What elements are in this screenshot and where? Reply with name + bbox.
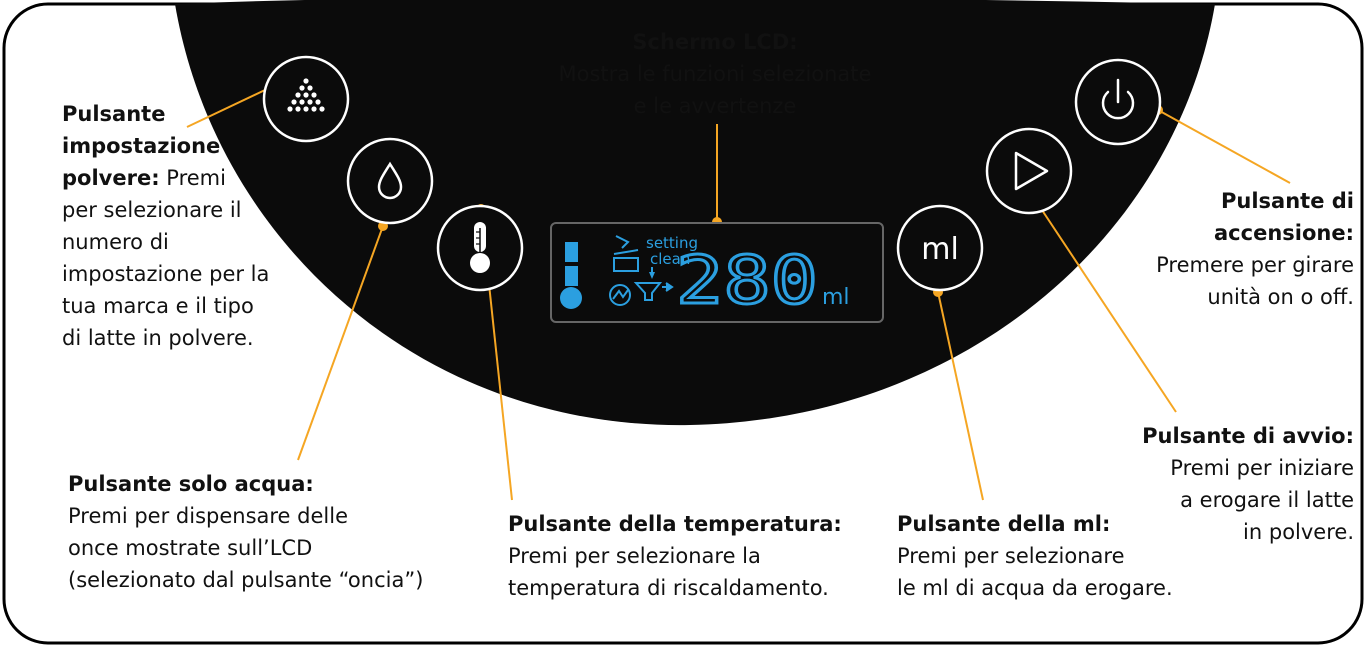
start-leader: [1033, 197, 1177, 413]
start-callout: Pulsante di avvio: Premi per iniziare a …: [1142, 420, 1354, 548]
powder-callout-line-a: Premi: [166, 166, 226, 190]
powder-callout-title1: Pulsante: [62, 102, 166, 126]
lcd-callout-line1: Mostra le funzioni selezionate: [558, 62, 872, 86]
powder-callout-line2: numero di: [62, 230, 169, 254]
lcd-screen: setting clean 280 ml: [550, 222, 884, 323]
power-callout-title2: accensione:: [1214, 221, 1354, 245]
lcd-volume-digits: 280: [676, 242, 818, 319]
temperature-callout: Pulsante della temperatura: Premi per se…: [508, 508, 842, 604]
lcd-callout-line2: e le avvertenze: [633, 94, 797, 118]
control-panel: [175, 0, 1215, 426]
powder-callout-line1: per selezionare il: [62, 198, 242, 222]
leader-lines: [186, 89, 1291, 501]
lcd-clean-label: clean: [650, 250, 690, 268]
power-callout: Pulsante di accensione: Premere per gira…: [1156, 185, 1354, 313]
power-leader: [1157, 109, 1291, 184]
powder-callout-line5: di latte in polvere.: [62, 326, 254, 350]
lcd-warning-icon: [609, 284, 631, 306]
lcd-scoop-icon: [613, 235, 639, 272]
water-button[interactable]: [346, 137, 434, 225]
ml-button-label: ml: [921, 232, 959, 267]
lcd-unit: ml: [822, 285, 850, 310]
temperature-callout-line2: temperatura di riscaldamento.: [508, 576, 829, 600]
temperature-callout-title: Pulsante della temperatura:: [508, 512, 842, 536]
play-icon: [1014, 151, 1049, 191]
powder-icon: [287, 78, 325, 112]
start-callout-title: Pulsante di avvio:: [1142, 424, 1354, 448]
lcd-arrow-icon: [649, 267, 655, 279]
water-callout-line1: Premi per dispensare delle: [68, 504, 348, 528]
powder-callout-title3: polvere:: [62, 166, 160, 190]
lcd-callout-title: Schermo LCD:: [632, 30, 798, 54]
start-callout-line3: in polvere.: [1243, 520, 1354, 544]
powder-callout-title2: impostazione: [62, 134, 221, 158]
power-callout-line1: Premere per girare: [1156, 253, 1354, 277]
start-button[interactable]: [985, 127, 1073, 215]
water-callout-title: Pulsante solo acqua:: [68, 472, 314, 496]
water-callout: Pulsante solo acqua: Premi per dispensar…: [68, 468, 423, 596]
power-button[interactable]: [1074, 58, 1162, 146]
power-callout-title1: Pulsante di: [1221, 189, 1354, 213]
powder-callout-line4: tua marca e il tipo: [62, 294, 254, 318]
water-callout-line2: once mostrate sull’LCD: [68, 536, 313, 560]
temperature-button[interactable]: [436, 204, 524, 292]
power-icon: [1101, 78, 1135, 120]
ml-callout-line2: le ml di acqua da erogare.: [897, 576, 1173, 600]
ml-button[interactable]: ml: [896, 204, 984, 292]
water-callout-line3: (selezionato dal pulsante “oncia”): [68, 568, 424, 592]
lcd-setting-label: setting: [646, 234, 698, 252]
water-drop-icon: [377, 161, 403, 200]
power-callout-line2: unità on o off.: [1207, 285, 1354, 309]
powder-leader: [186, 89, 266, 128]
powder-callout-line3: impostazione per la: [62, 262, 270, 286]
water-leader: [297, 225, 384, 461]
powder-button[interactable]: [262, 55, 350, 143]
lcd-callout: Schermo LCD: Mostra le funzioni selezion…: [520, 26, 910, 122]
temperature-callout-line1: Premi per selezionare la: [508, 544, 761, 568]
start-callout-line2: a erogare il latte: [1180, 488, 1354, 512]
powder-callout: Pulsante impostazione polvere: Premi per…: [62, 98, 269, 354]
ml-callout: Pulsante della ml: Premi per selezionare…: [897, 508, 1173, 604]
ml-leader: [937, 291, 984, 501]
lcd-temperature-indicator: [560, 242, 582, 309]
thermometer-icon: [470, 222, 490, 273]
lcd-funnel-icon: [633, 282, 674, 301]
start-callout-line1: Premi per iniziare: [1170, 456, 1354, 480]
ml-callout-line1: Premi per selezionare: [897, 544, 1125, 568]
ml-callout-title: Pulsante della ml:: [897, 512, 1111, 536]
lcd-frame: [550, 222, 884, 323]
